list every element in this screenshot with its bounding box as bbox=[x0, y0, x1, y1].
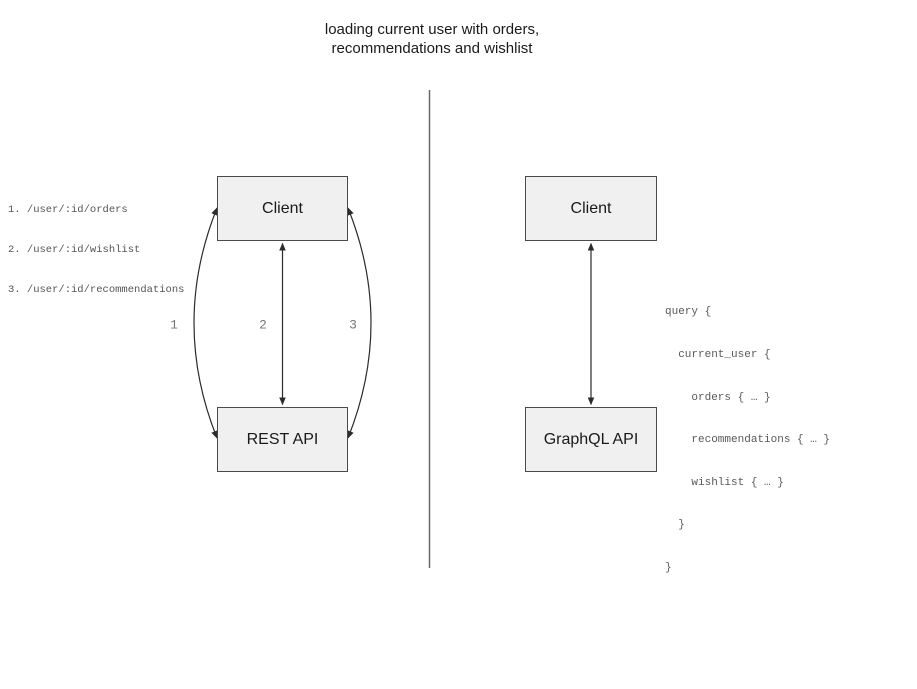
endpoint-line-2: 2. /user/:id/wishlist bbox=[8, 244, 141, 257]
rest-client-box: Client bbox=[217, 176, 348, 241]
query-line-7: } bbox=[665, 562, 672, 575]
query-line-5: wishlist { … } bbox=[665, 476, 784, 489]
graphql-client-box: Client bbox=[525, 176, 657, 241]
rest-arrow-1-curve bbox=[193, 207, 218, 439]
query-line-3: orders { … } bbox=[665, 391, 771, 404]
rest-api-box: REST API bbox=[217, 407, 348, 472]
rest-endpoint-list: 1. /user/:id/orders 2. /user/:id/wishlis… bbox=[8, 178, 184, 323]
rest-arrow-3-label: 3 bbox=[349, 317, 357, 333]
query-line-1: query { bbox=[665, 306, 712, 319]
title-line-1: loading current user with orders, bbox=[324, 21, 540, 38]
graphql-client-box-label: Client bbox=[570, 199, 612, 217]
endpoint-line-3: 3. /user/:id/recommendations bbox=[8, 283, 185, 296]
rest-client-box-label: Client bbox=[262, 199, 303, 217]
graphql-api-box-label: GraphQL API bbox=[543, 430, 639, 448]
rest-api-box-label: REST API bbox=[246, 430, 319, 448]
graphql-query-snippet: query { current_user { orders { … } reco… bbox=[665, 277, 830, 604]
graphql-api-box: GraphQL API bbox=[525, 407, 657, 472]
query-line-6: } bbox=[665, 519, 685, 532]
rest-arrow-2-label: 2 bbox=[259, 317, 267, 333]
diagram-title: loading current user with orders, recomm… bbox=[0, 20, 864, 58]
rest-arrow-1-label: 1 bbox=[170, 317, 178, 333]
query-line-4: recommendations { … } bbox=[665, 434, 831, 447]
query-line-2: current_user { bbox=[665, 349, 771, 362]
endpoint-line-1: 1. /user/:id/orders bbox=[8, 204, 128, 217]
title-line-2: recommendations and wishlist bbox=[331, 40, 533, 57]
